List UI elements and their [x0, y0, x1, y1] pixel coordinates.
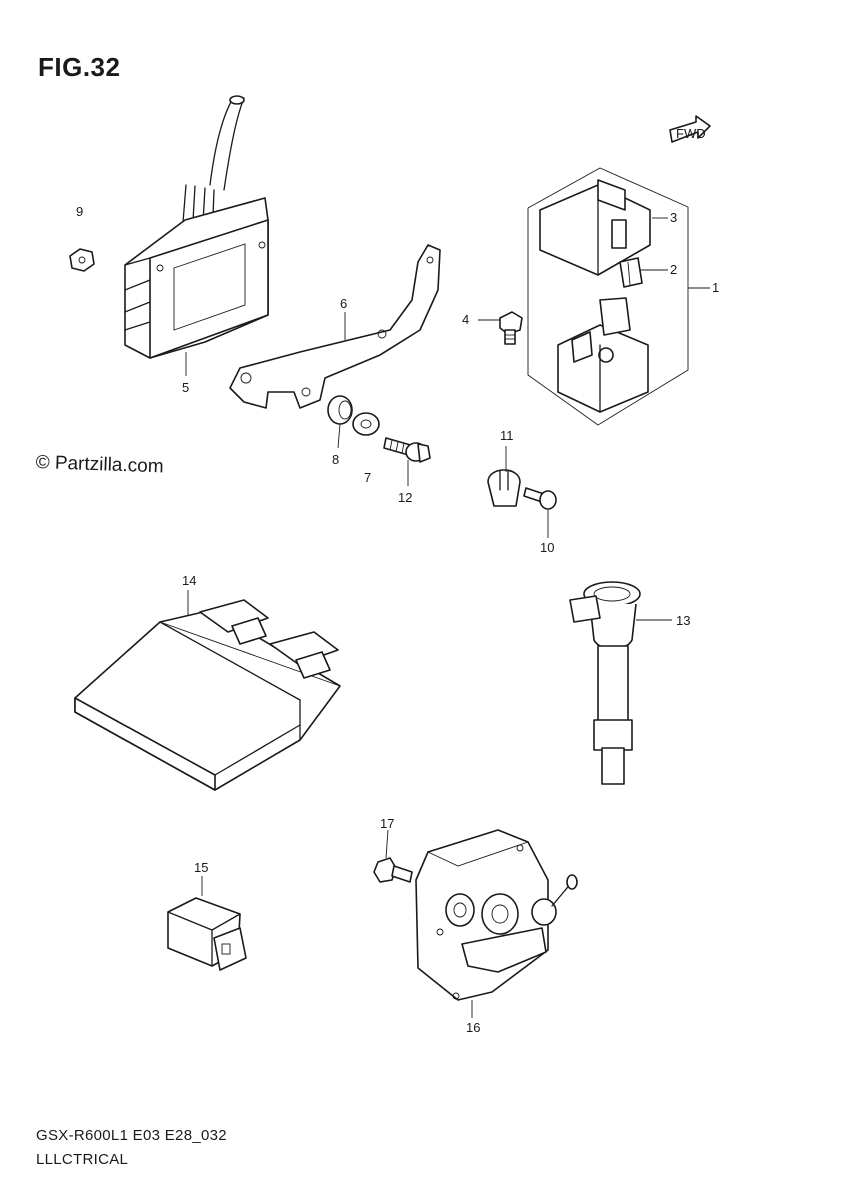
callout-7[interactable]: 7	[364, 470, 371, 485]
callout-13[interactable]: 13	[676, 613, 690, 628]
callout-4[interactable]: 4	[462, 312, 469, 327]
callout-16[interactable]: 16	[466, 1020, 480, 1035]
callout-14[interactable]: 14	[182, 573, 196, 588]
part-7-washer[interactable]	[352, 412, 380, 436]
part-17-bolt[interactable]	[373, 857, 413, 883]
callout-12[interactable]: 12	[398, 490, 412, 505]
fwd-arrow-icon: FWD	[669, 115, 711, 143]
callout-6[interactable]: 6	[340, 296, 347, 311]
callout-11[interactable]: 11	[500, 428, 514, 443]
part-8-spacer[interactable]	[327, 395, 353, 425]
callout-8[interactable]: 8	[332, 452, 339, 467]
part-3-relay-cover[interactable]	[539, 179, 651, 276]
callout-3[interactable]: 3	[670, 210, 677, 225]
callout-5[interactable]: 5	[182, 380, 189, 395]
part-1-assembly-outline	[527, 167, 689, 426]
starter-relay-body[interactable]	[557, 297, 649, 413]
part-13-ignition-coil[interactable]	[569, 581, 641, 785]
part-6-bracket[interactable]	[229, 244, 441, 409]
callout-17[interactable]: 17	[380, 816, 394, 831]
part-14-ecm[interactable]	[74, 590, 341, 791]
callout-1[interactable]: 1	[712, 280, 719, 295]
fwd-label: FWD	[676, 126, 706, 141]
part-11-clamp[interactable]	[487, 469, 521, 507]
callout-9[interactable]: 9	[76, 204, 83, 219]
part-4-bolt[interactable]	[499, 311, 523, 345]
section-name: LLLCTRICAL	[36, 1151, 129, 1168]
callout-2[interactable]: 2	[670, 262, 677, 277]
callout-10[interactable]: 10	[540, 540, 554, 555]
leader-lines	[201, 217, 710, 1018]
part-10-bolt[interactable]	[523, 487, 557, 510]
part-9-nut[interactable]	[69, 248, 95, 272]
part-12-bolt[interactable]	[383, 437, 431, 463]
part-15-sensor[interactable]	[167, 897, 247, 971]
part-16-actuator[interactable]	[415, 829, 578, 1001]
callout-15[interactable]: 15	[194, 860, 208, 875]
part-2-fuse[interactable]	[619, 257, 643, 288]
figure-title: FIG.32	[38, 52, 121, 82]
model-code: GSX-R600L1 E03 E28_032	[36, 1127, 227, 1144]
part-5-regulator[interactable]	[124, 95, 269, 376]
